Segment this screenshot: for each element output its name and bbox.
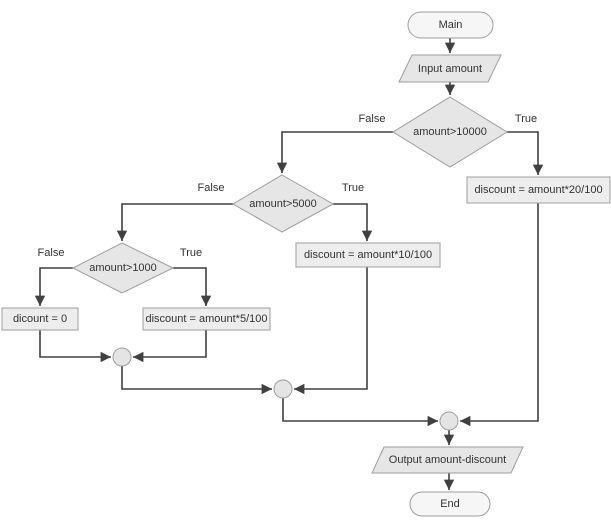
node-input-amount: Input amount	[398, 54, 502, 83]
node-check5000: amount>5000	[232, 174, 335, 233]
decision-shape	[392, 96, 508, 168]
label-check1000-true: True	[180, 247, 202, 259]
node-discount5-label: discount = amount*5/100	[145, 313, 267, 325]
branch-labels: False True False True False True	[38, 113, 538, 259]
node-input-label: Input amount	[418, 63, 482, 75]
terminator-shape	[407, 11, 494, 39]
node-main: Main	[407, 11, 494, 39]
node-end-label: End	[440, 498, 460, 510]
node-discount0: dicount = 0	[1, 307, 79, 331]
node-main-label: Main	[439, 19, 463, 31]
label-check5000-false: False	[198, 182, 225, 194]
node-discount20: discount = amount*20/100	[466, 176, 611, 204]
process-shape	[295, 242, 441, 268]
node-discount5: discount = amount*5/100	[142, 307, 271, 331]
edge-check10000-false	[276, 131, 393, 173]
node-discount20-label: discount = amount*20/100	[474, 184, 602, 196]
edge-discount10-to-merge2	[294, 267, 368, 395]
process-shape	[1, 307, 79, 331]
node-discount0-label: dicount = 0	[13, 313, 67, 325]
node-check1000-label: amount>1000	[89, 262, 157, 274]
node-discount10: discount = amount*10/100	[295, 242, 441, 268]
node-check5000-label: amount>5000	[249, 198, 317, 210]
merge-circle-2	[273, 379, 293, 399]
edge-check1000-false	[34, 267, 73, 306]
node-check1000: amount>1000	[71, 242, 175, 294]
label-check1000-false: False	[38, 247, 65, 259]
edge-check5000-true	[333, 203, 373, 241]
node-discount10-label: discount = amount*10/100	[304, 249, 432, 261]
edge-merge1-to-merge2	[121, 366, 272, 395]
node-check10000: amount>10000	[392, 96, 508, 168]
edge-discount5-to-merge1	[133, 330, 207, 363]
process-shape	[142, 307, 271, 331]
edge-check5000-false	[116, 203, 233, 241]
edge-discount20-to-merge3	[460, 203, 539, 427]
merge-circle-3	[439, 411, 459, 431]
edge-check1000-true	[173, 267, 212, 306]
label-check10000-true: True	[515, 113, 537, 125]
io-shape	[398, 54, 502, 83]
edge-merge2-to-merge3	[282, 398, 438, 427]
label-check5000-true: True	[342, 182, 364, 194]
decision-shape	[71, 242, 175, 294]
terminator-shape	[409, 491, 491, 517]
decision-shape	[232, 174, 335, 233]
edge-discount0-to-merge1	[39, 330, 111, 363]
merge-connectors	[112, 347, 459, 431]
merge-circle-1	[112, 347, 132, 367]
process-shape	[466, 176, 611, 204]
edges	[34, 38, 544, 490]
node-check10000-label: amount>10000	[413, 126, 487, 138]
node-output: Output amount-discount	[371, 446, 524, 474]
label-check10000-false: False	[359, 113, 386, 125]
node-output-label: Output amount-discount	[389, 454, 506, 466]
io-shape	[371, 446, 524, 474]
edge-check10000-true	[507, 131, 544, 175]
node-end: End	[409, 491, 491, 517]
